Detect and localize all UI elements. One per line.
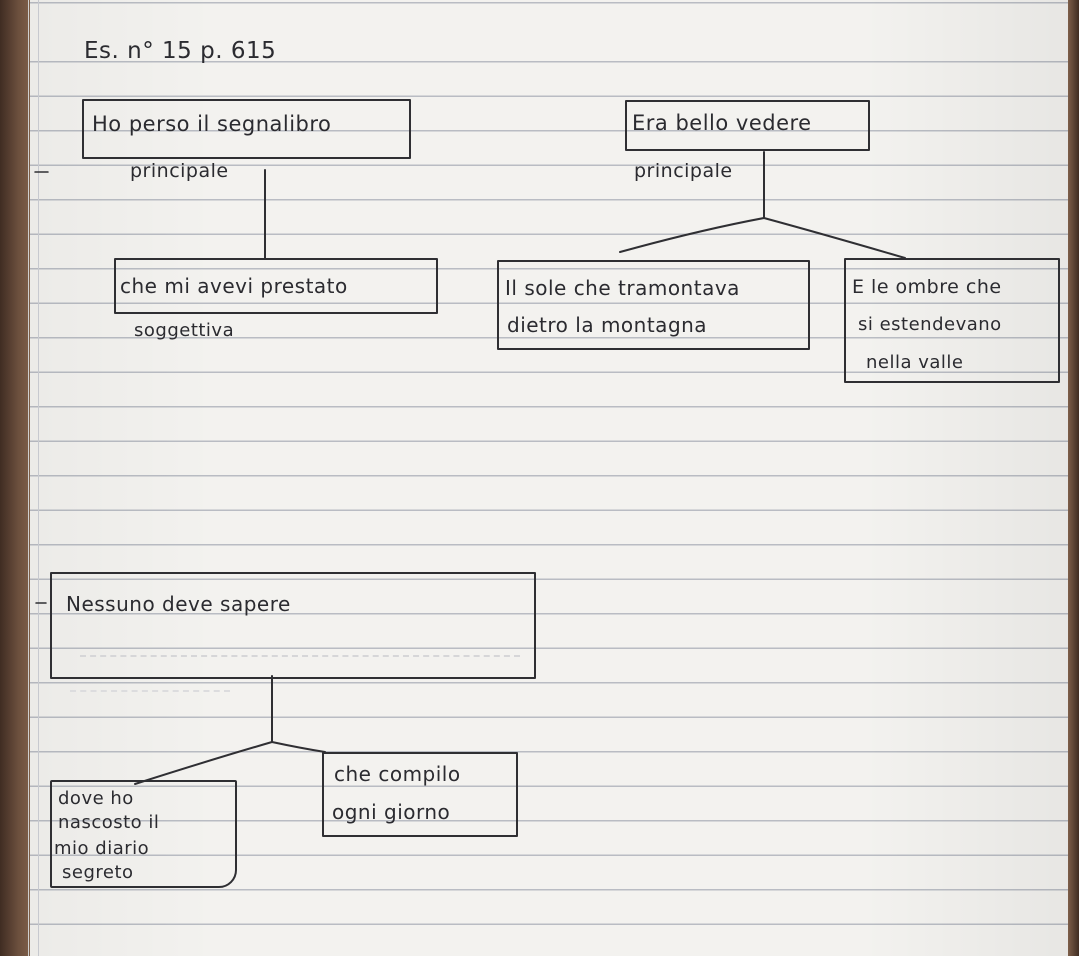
- subordinate-box-1-1: [114, 258, 438, 314]
- main-clause-box-1: [82, 99, 411, 159]
- main-clause-box-2: [625, 100, 870, 151]
- subordinate-text-3-1-line1: dove ho: [58, 788, 134, 809]
- subordinate-box-3-2: [322, 752, 518, 837]
- notebook-page: [28, 0, 1071, 956]
- subordinate-box-2-2: [844, 258, 1060, 383]
- table-surface-right: [1068, 0, 1079, 956]
- connector-3-left: [134, 741, 273, 785]
- connector-2-left: [619, 217, 765, 253]
- subordinate-text-2-2-line2: si estendevano: [858, 314, 1002, 335]
- page-margin-line: [38, 0, 39, 956]
- clause-label-principale-2: principale: [634, 160, 733, 182]
- clause-label-soggettiva: soggettiva: [134, 320, 235, 341]
- subordinate-text-3-1-line4: segreto: [62, 862, 134, 883]
- erased-line-1: [80, 655, 520, 657]
- subordinate-text-3-1-line3: mio diario: [54, 838, 150, 859]
- main-clause-text-2: Era bello vedere: [632, 111, 812, 135]
- subordinate-text-2-2-line1: E le ombre che: [852, 276, 1002, 298]
- subordinate-text-3-1-line2: nascosto il: [58, 812, 160, 833]
- erased-line-2: [70, 690, 230, 692]
- subordinate-text-2-2-line3: nella valle: [866, 352, 964, 373]
- table-surface-left: [0, 0, 30, 956]
- subordinate-text-3-2-line1: che compilo: [334, 762, 461, 786]
- subordinate-text-2-1-line2: dietro la montagna: [507, 313, 708, 337]
- subordinate-box-2-1: [497, 260, 810, 350]
- connector-3-right: [271, 741, 326, 753]
- main-clause-text-1: Ho perso il segnalibro: [92, 112, 332, 136]
- exercise-reference: Es. n° 15 p. 615: [84, 38, 277, 64]
- subordinate-text-3-2-line2: ogni giorno: [332, 800, 451, 824]
- subordinate-text-2-1-line1: Il sole che tramontava: [505, 276, 740, 300]
- clause-label-principale-1: principale: [130, 160, 229, 182]
- main-clause-box-3: [50, 572, 536, 679]
- subordinate-box-3-1: [50, 780, 237, 888]
- connector-2-right: [763, 217, 906, 259]
- main-clause-text-3: Nessuno deve sapere: [66, 592, 291, 616]
- subordinate-text-1-1: che mi avevi prestato: [120, 274, 348, 298]
